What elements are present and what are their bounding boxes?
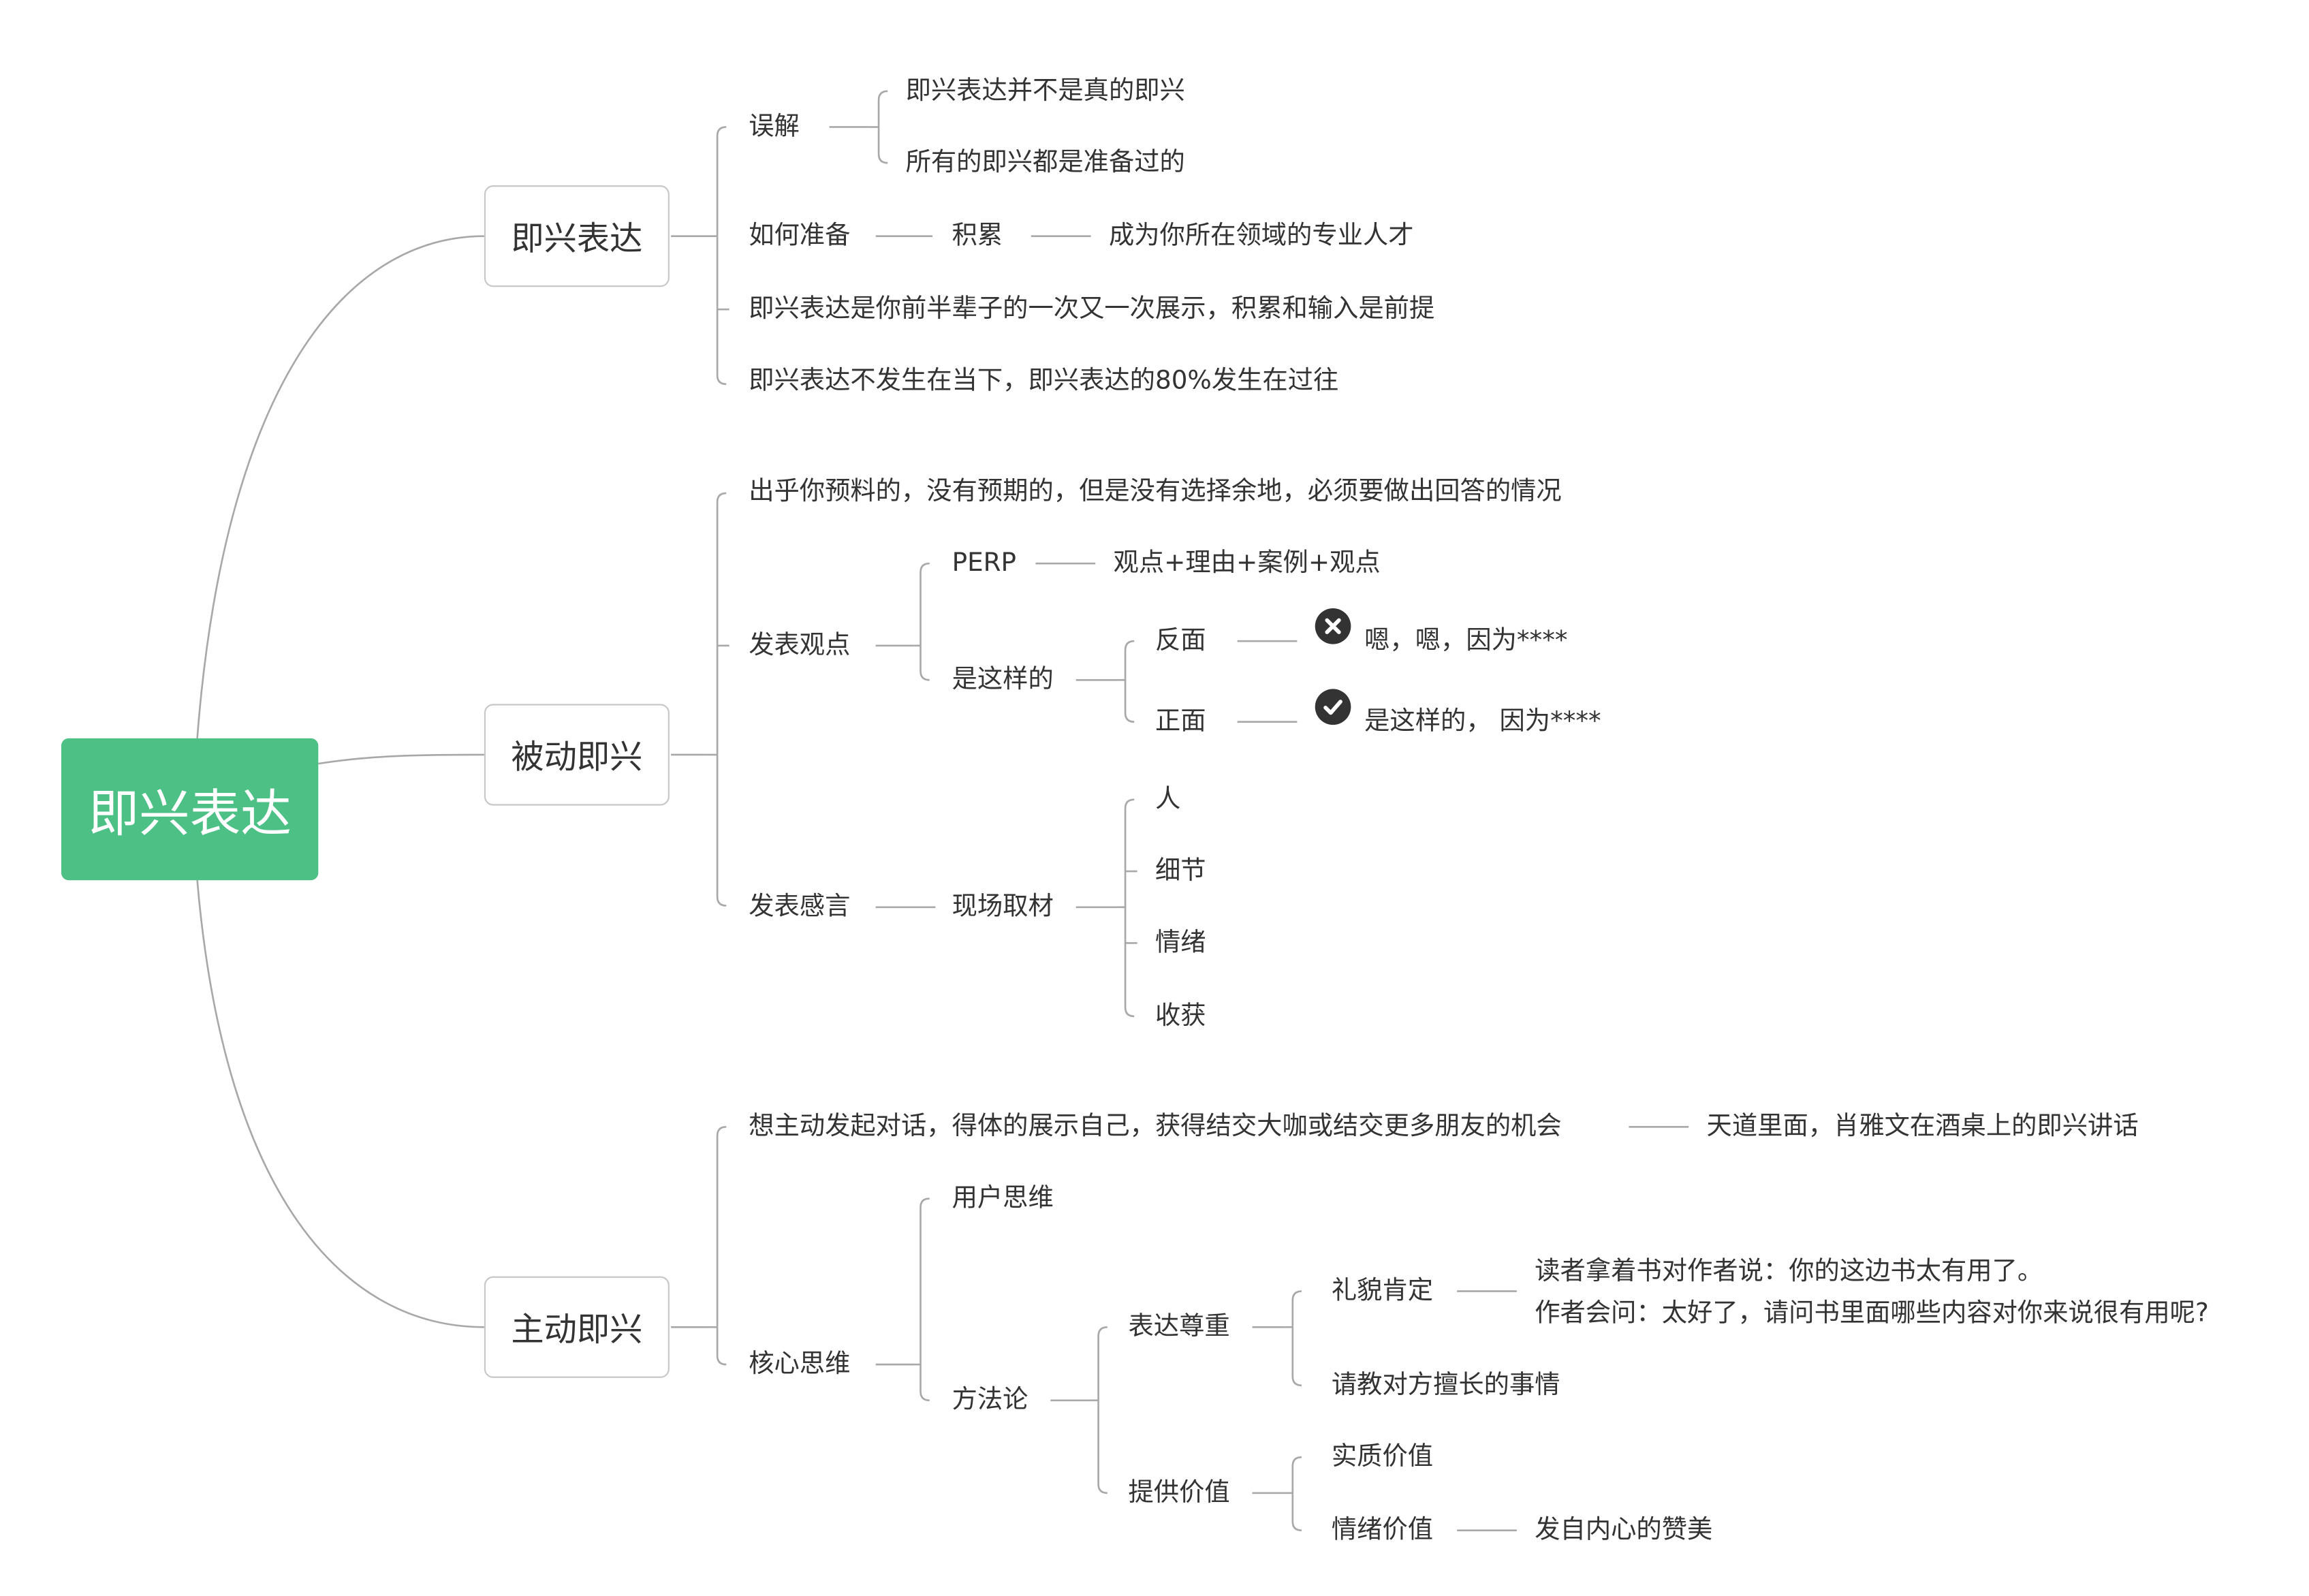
topic-zhuanye-rencai[interactable]: 成为你所在领域的专业人才: [1108, 221, 1414, 251]
topic-xijie[interactable]: 细节: [1154, 856, 1206, 887]
topic-qingjiao[interactable]: 请教对方擅长的事情: [1331, 1370, 1560, 1401]
topic-zhengmian[interactable]: 正面: [1154, 706, 1206, 737]
topic-biaoda-zunzhong[interactable]: 表达尊重: [1128, 1312, 1230, 1343]
topic-zhudong-jixing[interactable]: 主动即兴: [484, 1276, 670, 1378]
topic-zanmei[interactable]: 发自内心的赞美: [1535, 1515, 1713, 1546]
topic-wujie[interactable]: 误解: [749, 112, 800, 142]
topic-fanmian-text[interactable]: 嗯，嗯，因为****: [1364, 626, 1568, 657]
topic-zhanshi[interactable]: 即兴表达是你前半辈子的一次又一次展示，积累和输入是前提: [749, 294, 1435, 325]
check-circle-icon: [1315, 689, 1351, 725]
topic-ren[interactable]: 人: [1154, 784, 1181, 815]
topic-hexin-siwei[interactable]: 核心思维: [749, 1349, 851, 1380]
cross-circle-icon: [1315, 608, 1351, 644]
topic-qingxu-jiazhi[interactable]: 情绪价值: [1331, 1515, 1434, 1546]
topic-limao-example-1[interactable]: 读者拿着书对作者说：你的这边书太有用了。: [1535, 1257, 2043, 1287]
topic-shizhi-jiazhi[interactable]: 实质价值: [1331, 1442, 1434, 1473]
topic-fanmian[interactable]: 反面: [1154, 626, 1206, 657]
topic-wujie-1[interactable]: 即兴表达并不是真的即兴: [905, 76, 1185, 106]
topic-fabiao-ganyan[interactable]: 发表感言: [749, 892, 851, 922]
topic-jixing-biaoda[interactable]: 即兴表达: [484, 185, 670, 287]
topic-limao-kending[interactable]: 礼貌肯定: [1331, 1276, 1434, 1306]
topic-fangfalun[interactable]: 方法论: [952, 1385, 1028, 1415]
topic-jilei[interactable]: 积累: [952, 221, 1003, 251]
topic-perp-desc[interactable]: 观点+理由+案例+观点: [1113, 548, 1381, 579]
topic-fabiao-guandian[interactable]: 发表观点: [749, 630, 851, 661]
topic-tiandao[interactable]: 天道里面，肖雅文在酒桌上的即兴讲话: [1706, 1112, 2139, 1142]
topic-zhengmian-text[interactable]: 是这样的， 因为****: [1364, 706, 1601, 737]
topic-shouhuo[interactable]: 收获: [1154, 1001, 1206, 1031]
topic-qingxu[interactable]: 情绪: [1154, 928, 1206, 958]
topic-limao-example-2[interactable]: 作者会问：太好了，请问书里面哪些内容对你来说很有用呢?: [1535, 1298, 2209, 1329]
topic-zhudong-duihua[interactable]: 想主动发起对话，得体的展示自己，获得结交大咖或结交更多朋友的机会: [749, 1112, 1562, 1142]
root-topic[interactable]: 即兴表达: [61, 738, 319, 881]
topic-xianchang-qucai[interactable]: 现场取材: [952, 892, 1054, 922]
topic-shizheyang[interactable]: 是这样的: [952, 665, 1054, 695]
topic-beidong-jixing[interactable]: 被动即兴: [484, 704, 670, 806]
topic-yonghu-siwei[interactable]: 用户思维: [952, 1183, 1054, 1214]
topic-wujie-2[interactable]: 所有的即兴都是准备过的: [905, 148, 1185, 178]
topic-tigong-jiazhi[interactable]: 提供价值: [1128, 1477, 1230, 1508]
topic-perp[interactable]: PERP: [952, 548, 1017, 579]
topic-ruhe-zhunbei[interactable]: 如何准备: [749, 221, 851, 251]
topic-guowang[interactable]: 即兴表达不发生在当下，即兴表达的80%发生在过往: [749, 366, 1339, 396]
topic-qingkuang[interactable]: 出乎你预料的，没有预期的，但是没有选择余地，必须要做出回答的情况: [749, 476, 1562, 507]
